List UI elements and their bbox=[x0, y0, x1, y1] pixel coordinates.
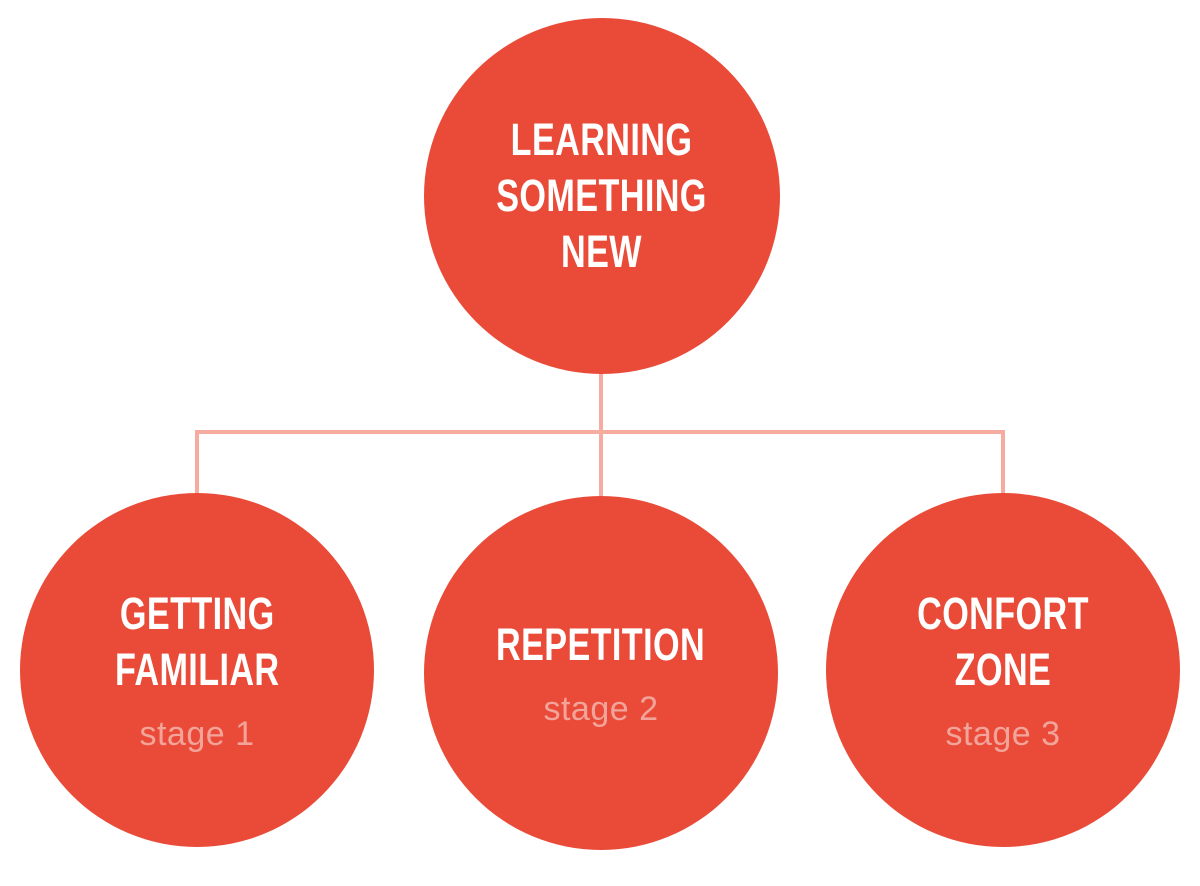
connector-drop-stage-3 bbox=[1001, 430, 1005, 502]
stage-1-label: GETTING FAMILIAR bbox=[114, 588, 280, 695]
root-node-label: LEARNING SOMETHING NEW bbox=[496, 114, 708, 277]
node-repetition: REPETITION stage 2 bbox=[424, 496, 778, 850]
node-confort-zone: CONFORT ZONE stage 3 bbox=[826, 493, 1180, 847]
stage-3-label: CONFORT ZONE bbox=[917, 588, 1089, 695]
stage-3-sublabel: stage 3 bbox=[945, 715, 1061, 753]
stage-2-sublabel: stage 2 bbox=[543, 690, 659, 728]
connector-drop-stage-1 bbox=[195, 430, 199, 502]
connector-drop-stage-2 bbox=[599, 430, 603, 504]
connector-root-stem bbox=[599, 372, 603, 432]
stage-1-sublabel: stage 1 bbox=[139, 715, 255, 753]
node-getting-familiar: GETTING FAMILIAR stage 1 bbox=[20, 493, 374, 847]
node-learning-something-new: LEARNING SOMETHING NEW bbox=[424, 18, 780, 374]
stage-2-label: REPETITION bbox=[496, 619, 706, 670]
